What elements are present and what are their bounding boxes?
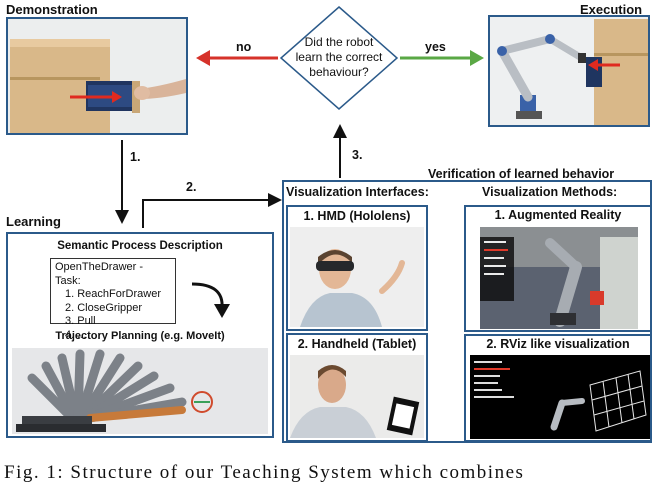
- step-1-label: 1.: [130, 150, 141, 164]
- decision-line-1: Did the robot: [304, 35, 374, 49]
- decision-line-3: behaviour?: [309, 65, 369, 79]
- trajectory-image: [12, 348, 268, 434]
- hmd-photo: [290, 227, 424, 327]
- handheld-photo: [290, 355, 424, 438]
- task-header: OpenTheDrawer - Task:: [55, 261, 144, 287]
- methods-title: Visualization Methods:: [482, 185, 618, 199]
- decision-diamond: Did the robot learn the correct behaviou…: [279, 5, 399, 111]
- task-item: 4. ...: [65, 328, 87, 341]
- figure-caption: Fig. 1: Structure of our Teaching System…: [4, 462, 525, 483]
- execution-photo: [488, 15, 650, 127]
- handheld-panel: 2. Handheld (Tablet): [286, 333, 428, 442]
- rviz-panel: 2. RViz like visualization: [464, 334, 652, 442]
- ar-image: [480, 227, 638, 329]
- task-item: 3. Pull: [65, 315, 96, 327]
- hmd-panel: 1. HMD (Hololens): [286, 205, 428, 331]
- demonstration-photo: [6, 17, 188, 135]
- ar-panel: 1. Augmented Reality: [464, 205, 652, 332]
- yes-label: yes: [425, 40, 446, 54]
- handheld-label: 2. Handheld (Tablet): [297, 337, 417, 351]
- rviz-image: [470, 355, 650, 439]
- learning-panel: Semantic Process Description OpenTheDraw…: [6, 232, 274, 438]
- interfaces-title: Visualization Interfaces:: [286, 185, 429, 199]
- semantic-process-title: Semantic Process Description: [57, 240, 223, 252]
- demonstration-title: Demonstration: [6, 2, 98, 17]
- step-3-label: 3.: [352, 148, 363, 162]
- task-box: OpenTheDrawer - Task: 1. ReachForDrawer …: [50, 258, 176, 341]
- ar-label: 1. Augmented Reality: [494, 208, 622, 222]
- trajectory-title: Trajectory Planning (e.g. MoveIt): [55, 330, 225, 342]
- rviz-label: 2. RViz like visualization: [486, 337, 630, 351]
- execution-title: Execution: [580, 2, 643, 17]
- learning-title: Learning: [6, 214, 61, 229]
- task-item: 1. ReachForDrawer: [65, 288, 161, 300]
- verification-title: Verification of learned behavior: [428, 167, 615, 181]
- step-2-label: 2.: [186, 180, 197, 194]
- curved-arrow-icon: [191, 282, 230, 318]
- no-label: no: [236, 40, 252, 54]
- hmd-label: 1. HMD (Hololens): [303, 209, 411, 223]
- decision-line-2: learn the correct: [295, 50, 383, 64]
- task-item: 2. CloseGripper: [65, 301, 143, 314]
